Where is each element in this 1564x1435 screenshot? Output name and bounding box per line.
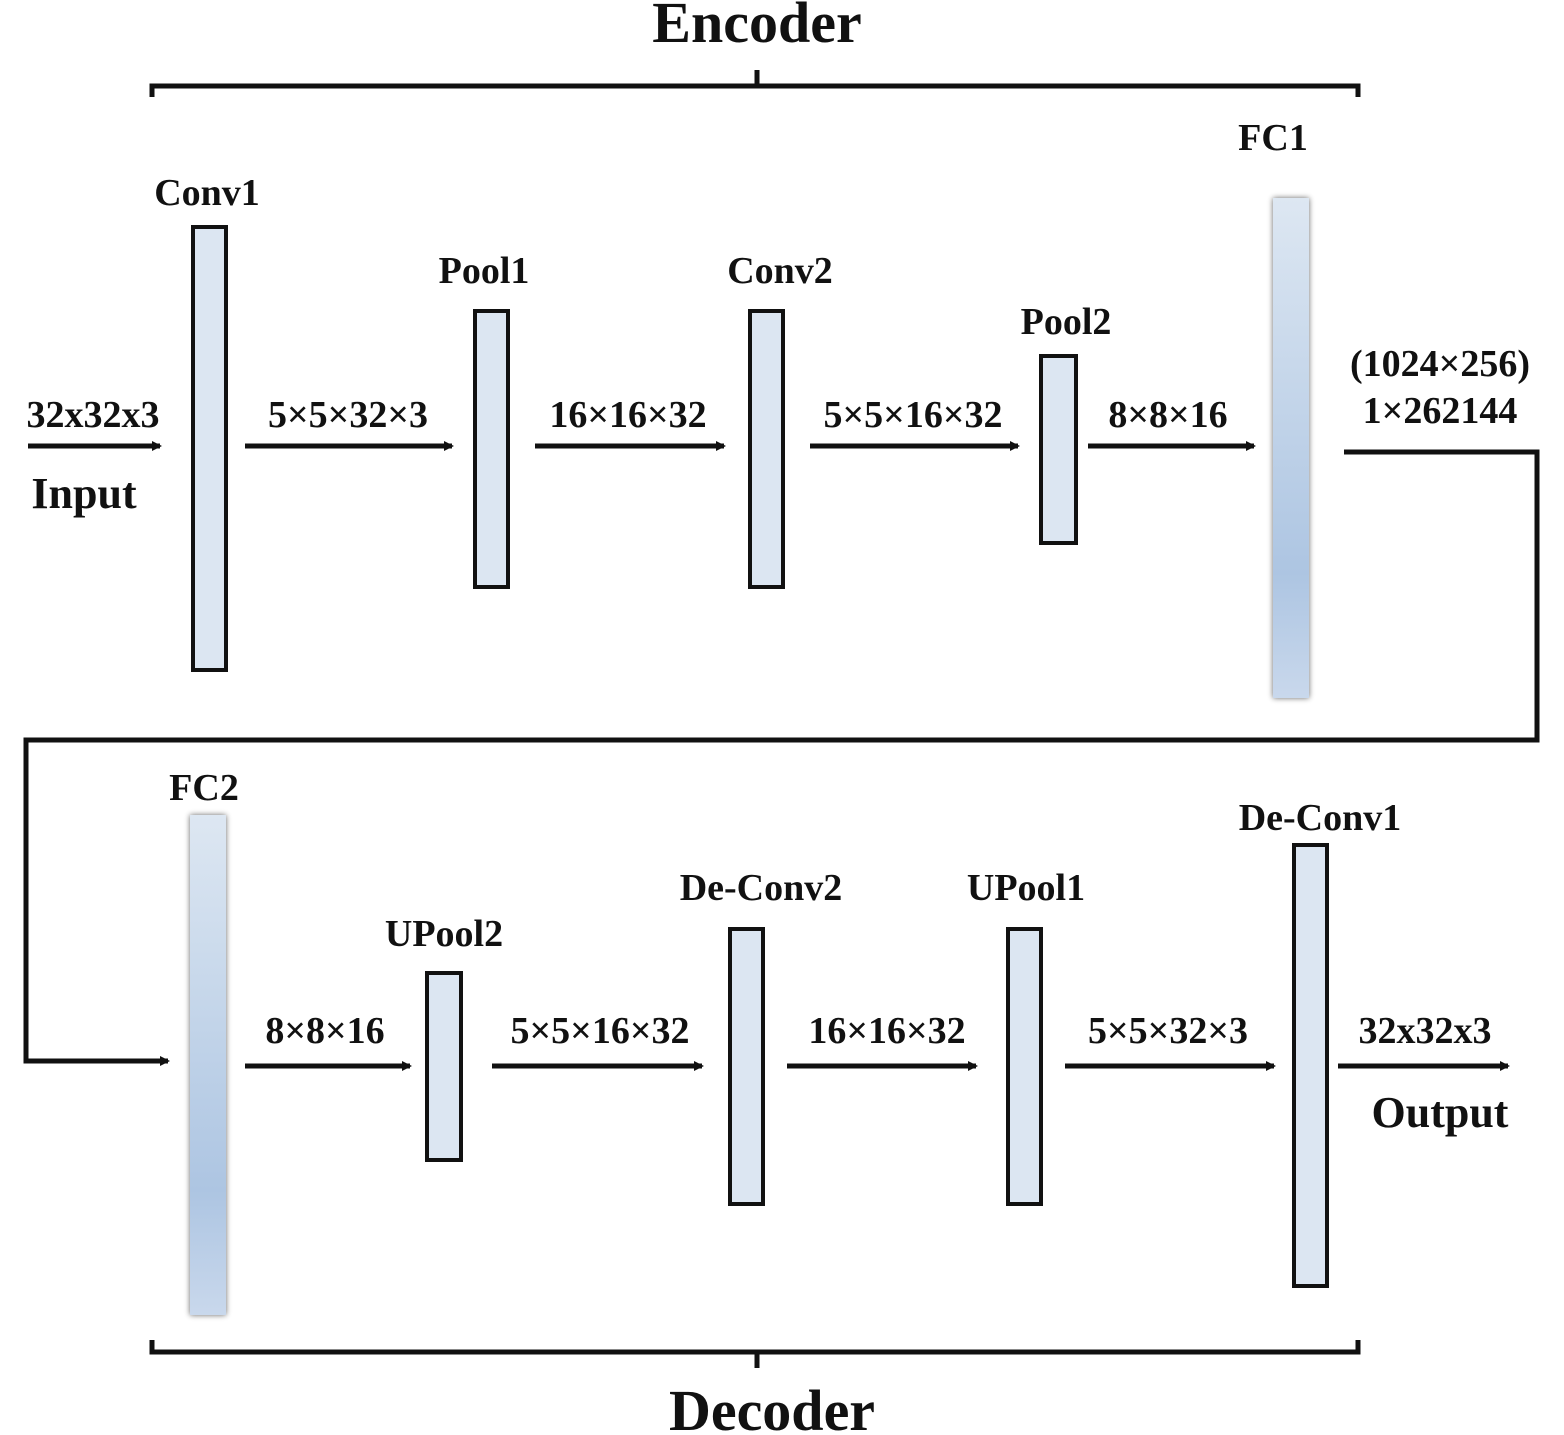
output-size-label: 32x32x3 [1359,1010,1492,1052]
edge-label-pool1-conv2: 16×16×32 [549,394,706,436]
layer-label-fc1: FC1 [1238,117,1308,159]
decoder-title: Decoder [669,1378,875,1435]
layer-label-pool2: Pool2 [1021,301,1112,343]
layer-fc2 [190,815,226,1315]
edge-label-upool1-deconv1: 5×5×32×3 [1088,1010,1248,1052]
edge-label-conv2-pool2: 5×5×16×32 [824,394,1003,436]
layer-label-upool2: UPool2 [385,913,503,955]
layer-label-deconv1: De-Conv1 [1239,797,1402,839]
layer-deconv1 [1292,843,1329,1288]
layer-conv1 [191,225,228,672]
decoder-bracket [149,1340,1361,1368]
edge-label-upool2-deconv2: 5×5×16×32 [511,1010,690,1052]
fc1-to-fc2-connector [23,449,1540,1066]
layer-upool1 [1006,927,1043,1206]
layer-conv2 [748,309,785,589]
layer-deconv2 [728,927,765,1206]
edge-label-conv1-pool1: 5×5×32×3 [268,394,428,436]
layer-upool2 [425,971,463,1162]
input-size-label: 32x32x3 [27,394,160,436]
output-label: Output [1372,1088,1509,1137]
edge-label-deconv2-upool1: 16×16×32 [808,1010,965,1052]
encoder-title: Encoder [652,0,861,55]
layer-label-pool1: Pool1 [439,250,530,292]
layer-label-upool1: UPool1 [967,867,1085,909]
layer-pool1 [473,309,510,589]
layer-fc1 [1273,198,1309,698]
edge-label-fc2-upool2: 8×8×16 [265,1010,384,1052]
input-label: Input [31,469,137,518]
layer-label-conv2: Conv2 [727,250,833,292]
edge-label-pool2-fc1: 8×8×16 [1108,394,1227,436]
fc1-shape-label: (1024×256) [1350,343,1530,385]
encoder-bracket [149,70,1361,97]
layer-label-deconv2: De-Conv2 [680,867,843,909]
layer-label-conv1: Conv1 [154,172,260,214]
layer-label-fc2: FC2 [169,767,239,809]
layer-pool2 [1039,354,1078,545]
fc1-size-label: 1×262144 [1363,390,1518,432]
